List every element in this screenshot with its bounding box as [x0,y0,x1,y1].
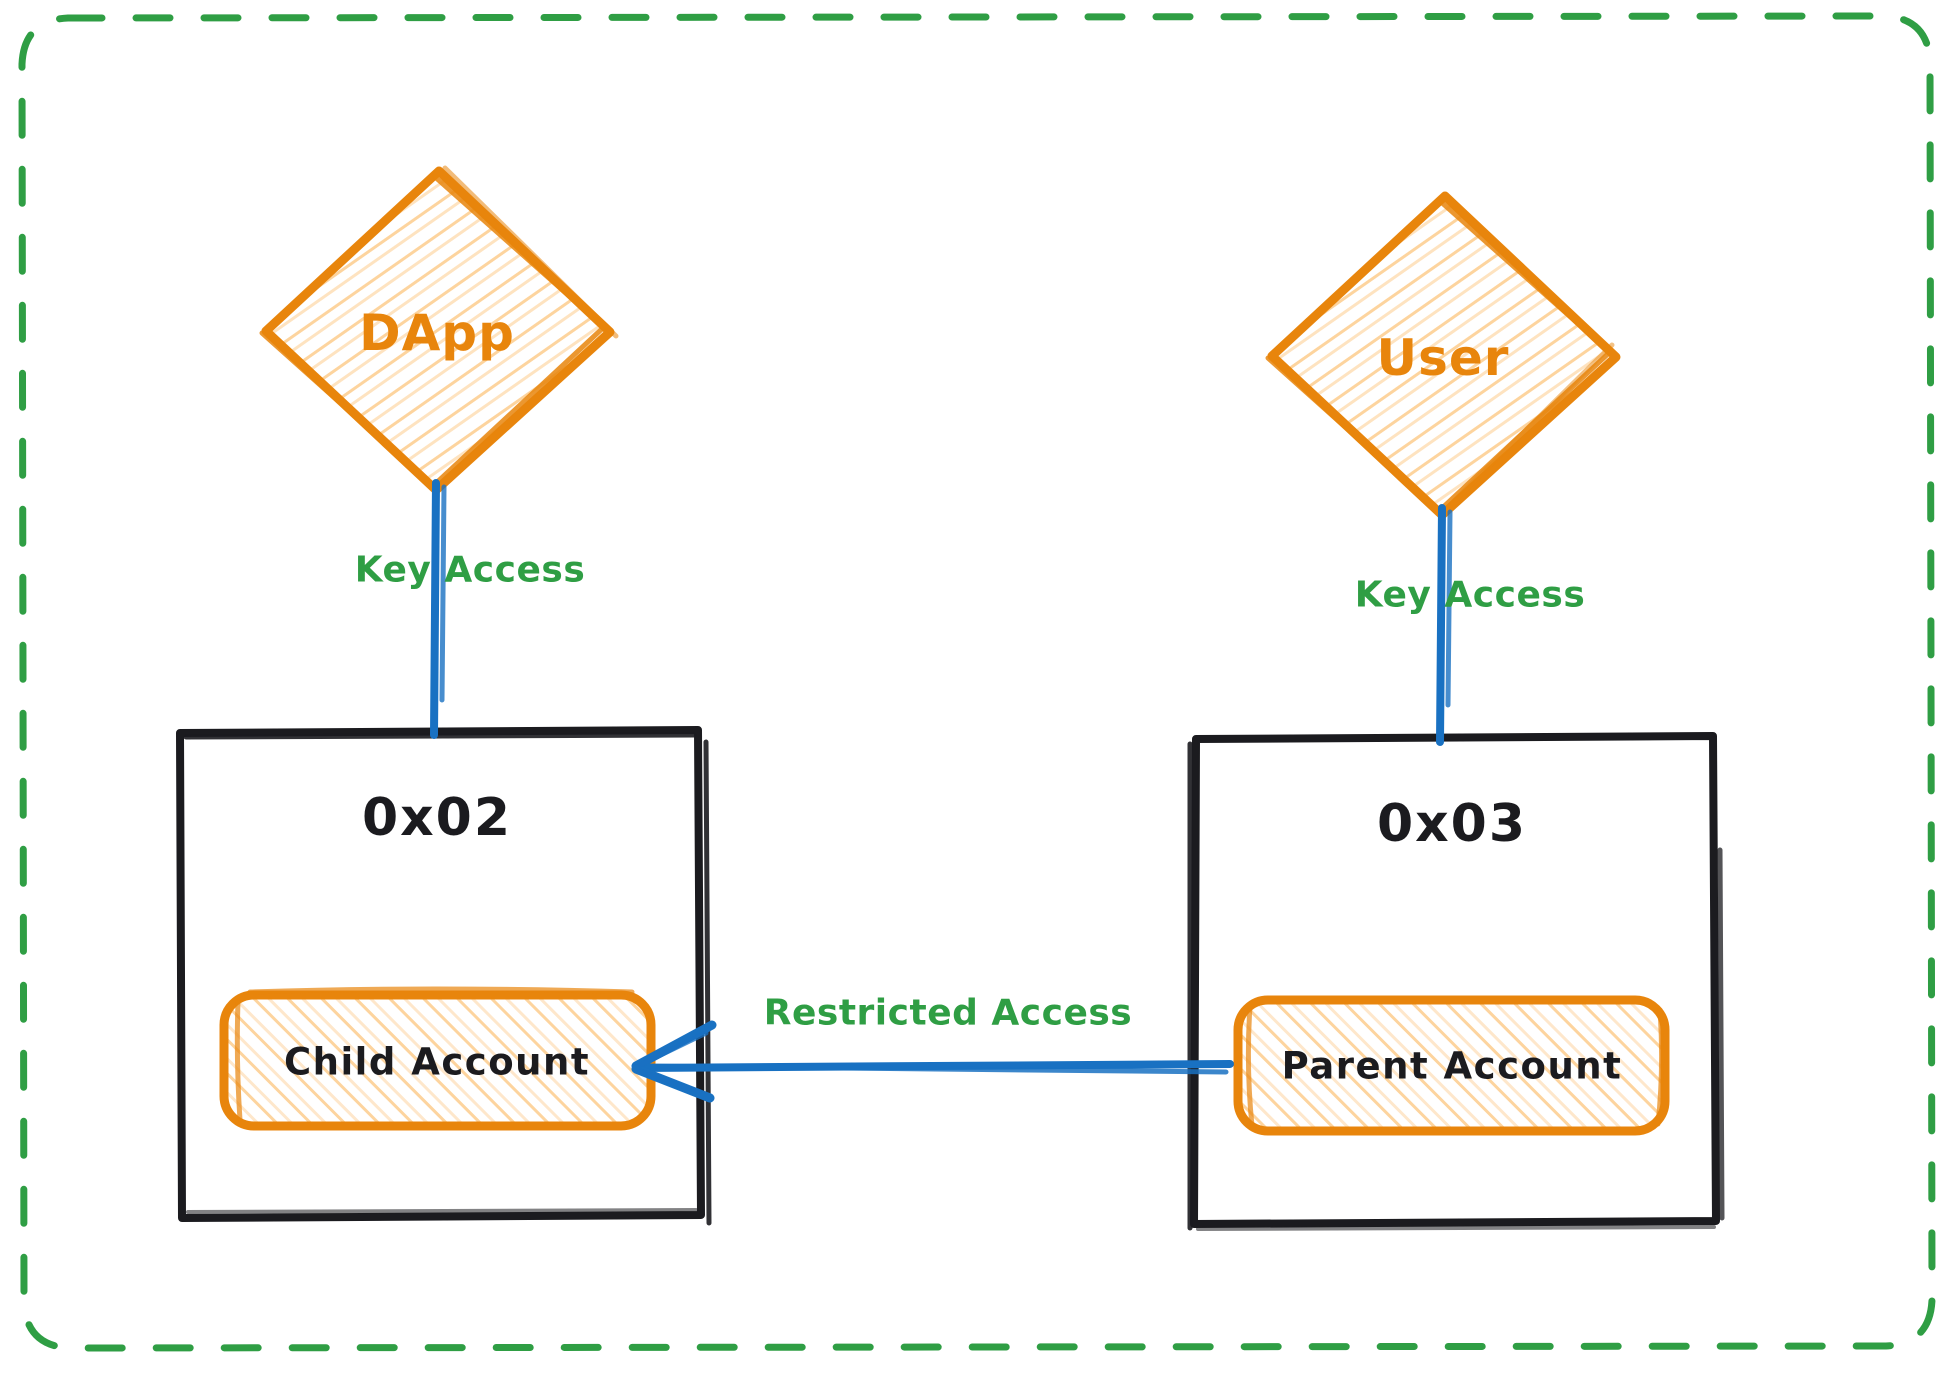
edge-dapp-to-child[interactable] [430,479,447,739]
parent-account-node[interactable] [1224,985,1684,1150]
node-user[interactable] [1261,185,1626,530]
child-account-node[interactable] [210,980,670,1145]
node-dapp[interactable] [255,160,620,505]
box-0x02[interactable] [176,726,712,1226]
edge-user-to-parent[interactable] [1436,504,1453,746]
box-0x03[interactable] [1187,732,1725,1231]
edge-parent-to-child[interactable] [631,1020,1234,1103]
outer-dashed-frame [18,12,1936,1352]
